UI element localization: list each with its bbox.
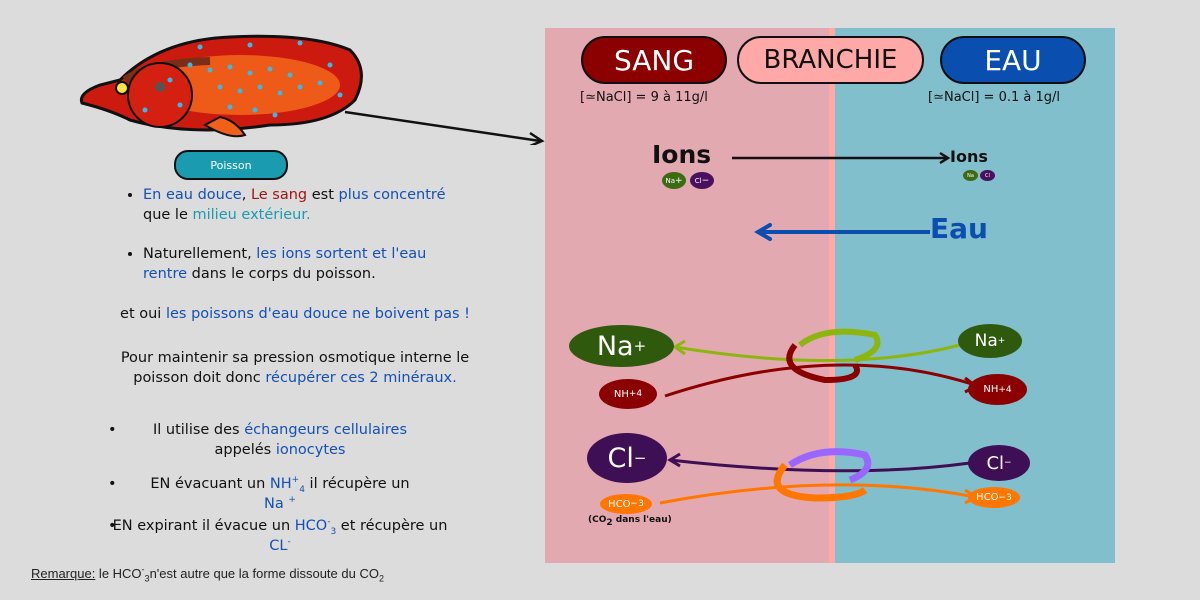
hco3-bubble-left: HCO−3 [600,494,652,514]
text: (CO [588,515,607,525]
text: NH [269,476,292,492]
text: 2 [378,573,384,584]
text: appelés [214,442,276,458]
text: Na [665,176,675,185]
text: 4 [299,484,305,495]
ions-left-label: Ions [652,140,712,169]
text: les ions sortent et [256,246,387,262]
small-na-bubble-right: Na [963,170,978,181]
cl-bubble-left: Cl− [587,433,667,483]
remark: Remarque: le HCO-3n'est autre que la for… [31,564,384,584]
text: Na [596,330,634,362]
text: CL [269,538,288,554]
gill-membrane [829,28,835,563]
text: HCO [294,518,328,534]
text: - [327,517,331,528]
text: et oui [120,306,166,322]
remark-label: Remarque: [31,566,96,581]
water-arrow [754,223,930,241]
text: le HCO [95,566,142,581]
text: les poissons d'eau douce ne boivent pas … [165,306,470,322]
paragraph-2: Naturellement, les ions sortent et l'eau… [125,244,455,284]
text: Cl [607,442,634,474]
blood-concentration: [≃NaCl] = 9 à 11g/l [580,90,708,105]
text: et récupère un [336,518,448,534]
text: il récupère un [304,476,410,492]
text: Naturellement, [143,246,257,262]
text: Le sang [250,187,308,203]
text: NH [613,388,629,400]
eau-flow-label: Eau [930,212,988,245]
text: NH [983,384,999,395]
small-na-bubble-left: Na+ [662,172,686,189]
ions-right-label: Ions [950,147,988,166]
text: que le [143,207,193,223]
text: - [287,537,291,548]
eau-label: EAU [984,43,1042,77]
text: Cl [985,172,990,179]
nh4-bubble-left: NH+4 [599,379,657,409]
co2-note: (CO2 dans l'eau) [588,515,672,528]
text: Cl [986,452,1005,474]
text: Na [967,172,974,179]
text: 2 [606,517,613,528]
ions-arrow [732,151,951,165]
text: Pour maintenir sa pression osmotique int… [120,350,470,386]
text: , [241,187,251,203]
text: ionocytes [275,442,346,458]
text: Na [264,496,284,512]
text: EN évacuant un [150,476,270,492]
text: Cl [694,176,702,185]
text: HCO [976,492,999,503]
blood-side-panel [545,28,833,563]
paragraph-3: et oui les poissons d'eau douce ne boive… [105,304,485,324]
text: concentré [373,187,446,203]
fish-label-badge: Poisson [174,150,288,180]
text: dans le corps du poisson. [187,266,376,282]
paragraph-6: • EN évacuant un NH+4 il récupère un Na … [108,475,410,512]
na-bubble-right: Na+ [958,324,1022,358]
text: Il utilise des [152,422,245,438]
text: HCO [608,498,631,510]
text: - [141,564,145,575]
fish-label: Poisson [210,158,252,172]
paragraph-4: Pour maintenir sa pression osmotique int… [115,348,475,388]
text: En eau douce [143,187,242,203]
sang-badge: SANG [581,36,727,84]
exchange-arrows [659,328,979,505]
text: plus [338,187,369,203]
paragraph-7: • EN expirant il évacue un HCO-3 et récu… [108,517,448,554]
fish-illustration [79,34,363,138]
text: + [288,495,296,506]
text: dans l'eau) [612,515,672,525]
paragraph-1: En eau douce, Le sang est plus concentré… [125,185,455,225]
water-concentration: [≃NaCl] = 0.1 à 1g/l [928,90,1060,105]
text: Na [974,331,998,351]
branchie-label: BRANCHIE [763,45,898,75]
na-bubble-left: Na+ [569,325,674,367]
pointer-arrow [344,110,545,145]
text: 3 [144,573,150,584]
hco3-bubble-right: HCO−3 [968,487,1020,508]
text: milieu extérieur. [192,207,311,223]
text: récupérer ces 2 minéraux. [265,370,457,386]
small-cl-bubble-left: Cl− [690,172,714,189]
nh4-bubble-right: NH+4 [968,374,1027,405]
cl-bubble-right: Cl− [968,445,1030,481]
branchie-badge: BRANCHIE [737,36,924,84]
text: + [291,475,300,486]
text: échangeurs cellulaires [244,422,408,438]
text: est [307,187,339,203]
paragraph-5: • Il utilise des échangeurs cellulaires … [108,422,408,458]
small-cl-bubble-right: Cl [980,170,995,181]
text: l'eau rentre [143,246,427,282]
sang-label: SANG [613,43,695,77]
text: EN expirant il évacue un [112,518,295,534]
eau-badge: EAU [940,36,1086,84]
text: n'est autre que la forme dissoute du CO [149,566,379,581]
text: 3 [330,526,337,537]
